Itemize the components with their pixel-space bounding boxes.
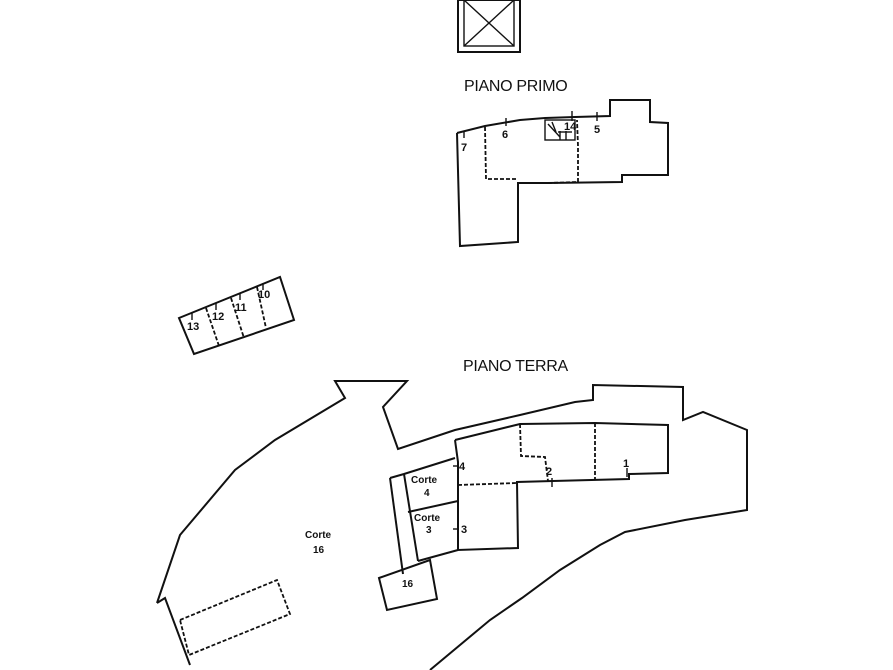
corte-4-label: Corte	[411, 475, 438, 486]
corte-3-number: 3	[426, 525, 432, 536]
subalterno-14: 14	[564, 121, 577, 133]
piano-primo-title: PIANO PRIMO	[464, 78, 567, 95]
piano-terra-title: PIANO TERRA	[463, 358, 569, 375]
subalterno-5: 5	[594, 124, 600, 136]
garage-block	[177, 275, 296, 356]
subalterno-7: 7	[461, 142, 467, 154]
subalterno-6: 6	[502, 129, 508, 141]
garage-13: 13	[187, 321, 199, 333]
piano-primo-plan	[456, 99, 669, 248]
garage-11: 11	[235, 302, 247, 314]
subalterno-4: 4	[459, 461, 466, 473]
corte-4-number: 4	[424, 488, 430, 499]
piano-terra-plan	[156, 380, 748, 670]
garage-12: 12	[212, 311, 224, 323]
annex-16-number: 16	[402, 579, 414, 590]
corte-3-label: Corte	[414, 513, 441, 524]
corte-16-label: Corte	[305, 530, 332, 541]
void-symbol	[457, 0, 521, 53]
subalterno-2: 2	[546, 466, 552, 478]
subalterno-3: 3	[461, 524, 467, 536]
garage-10: 10	[258, 289, 270, 301]
corte-16-number: 16	[313, 545, 325, 556]
subalterno-1: 1	[623, 458, 629, 470]
